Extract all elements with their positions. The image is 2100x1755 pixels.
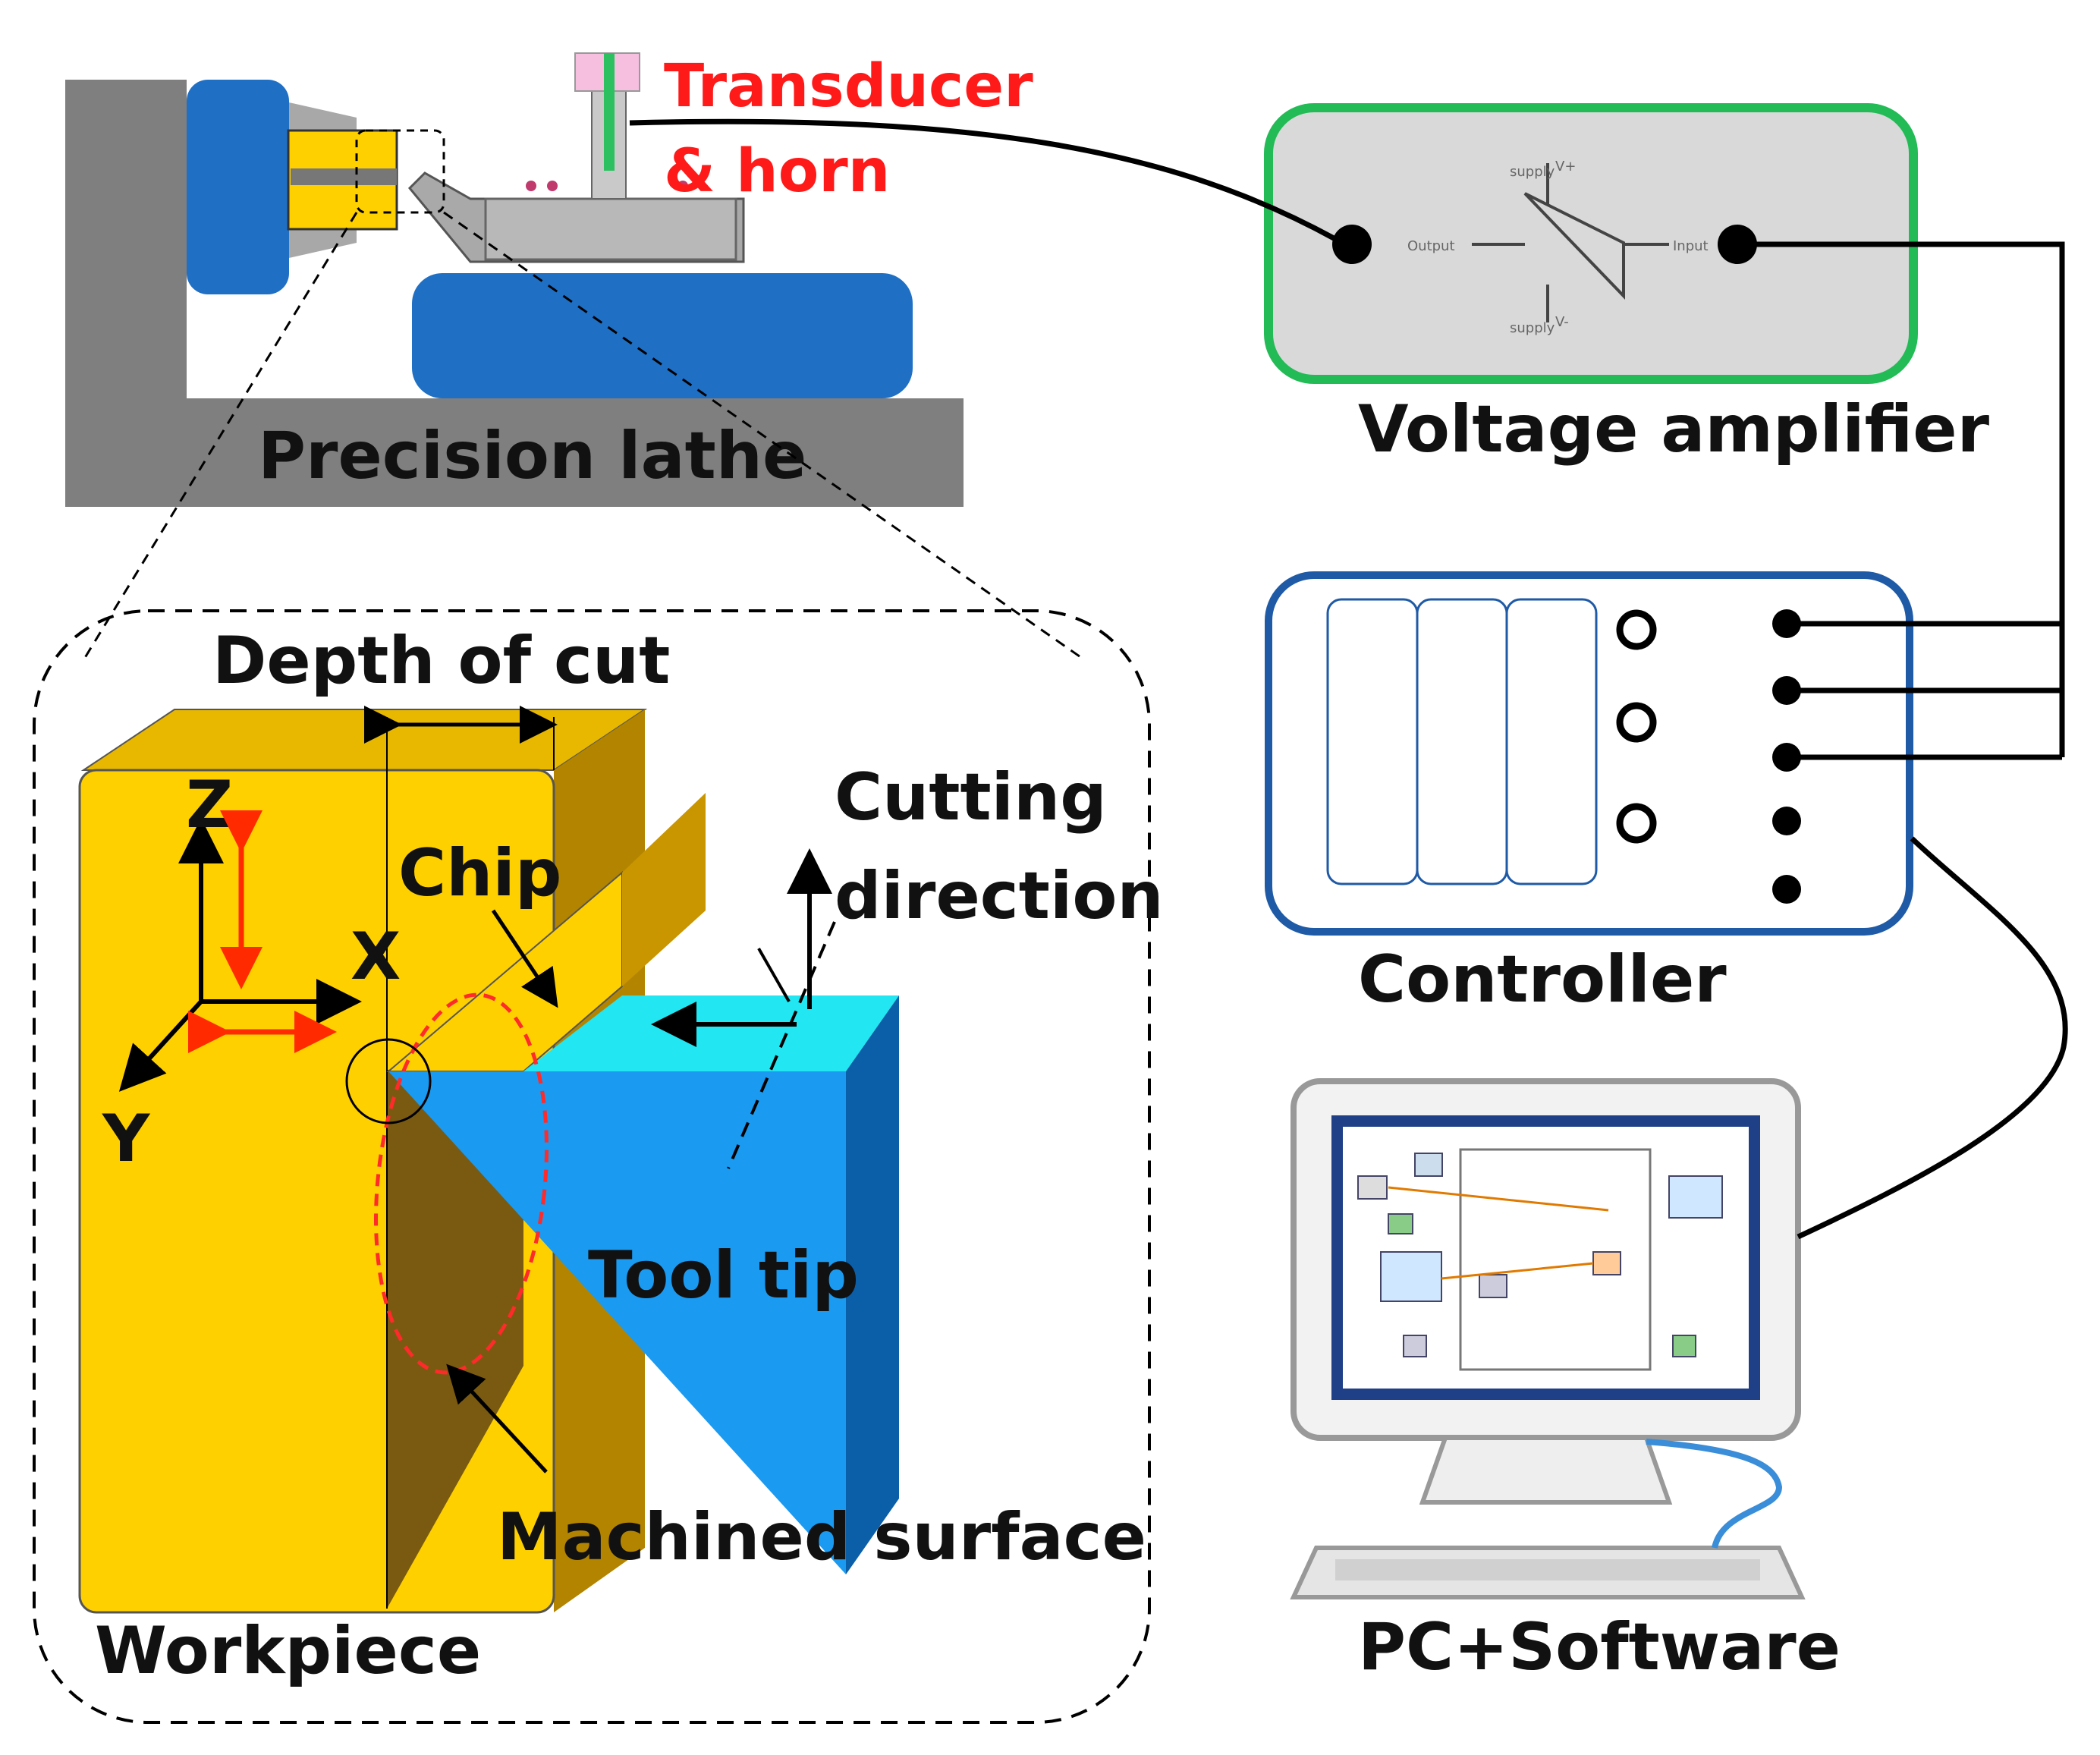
pin-supply-bottom-text: supply: [1510, 320, 1555, 336]
cutting-direction-label-1: Cutting: [835, 760, 1107, 835]
tool-tick: [757, 948, 791, 1002]
axis-z-label: Z: [186, 767, 233, 843]
bolt: [677, 181, 688, 191]
controller-terminal: [1772, 875, 1801, 904]
pin-supply-top-text: supply: [1510, 164, 1555, 180]
bolt: [526, 181, 536, 191]
pin-vminus-text: V-: [1555, 314, 1569, 330]
workpiece-top: [80, 709, 648, 771]
transducer-label-line1: Transducer: [664, 52, 1033, 121]
controller-port: [1616, 609, 1657, 650]
transducer-cable: [629, 118, 1337, 242]
software-node: [1672, 1335, 1696, 1357]
axis-x-label: X: [351, 919, 401, 995]
software-block-diagram: [1459, 1148, 1652, 1371]
zoom-line-right: [443, 211, 1086, 662]
controller-label: Controller: [1358, 942, 1727, 1017]
axis-y-label: Y: [102, 1101, 151, 1177]
pin-input-text: Input: [1673, 238, 1709, 254]
controller-to-pc-cable: [1797, 836, 2068, 1240]
amp-to-controller-cable: [1737, 241, 2065, 757]
tool-tip-circle: [345, 1038, 432, 1124]
bolt: [547, 181, 558, 191]
controller-port: [1616, 702, 1657, 743]
lathe: Precision lathe: [65, 52, 964, 507]
tool-front: [388, 1071, 846, 1574]
depth-of-cut-label: Depth of cut: [212, 623, 670, 699]
keyboard-keys: [1335, 1559, 1760, 1580]
pc-label: PC+Software: [1358, 1609, 1841, 1685]
software-node: [1668, 1175, 1723, 1219]
lathe-base: [65, 398, 964, 507]
controller: Controller: [1265, 571, 1913, 1017]
tool-post: [484, 197, 737, 261]
software-node: [1592, 1251, 1621, 1275]
software-node: [1380, 1251, 1442, 1302]
op-amp-symbol: [1523, 192, 1625, 300]
tool-tip-label: Tool tip: [588, 1238, 859, 1313]
pc: PC+Software: [1290, 1078, 1841, 1685]
lathe-column: [65, 80, 187, 414]
tool-top: [523, 995, 899, 1071]
amplifier-label: Voltage amplifier: [1358, 392, 1990, 467]
tool-axis-dashed: [727, 921, 836, 1169]
transducer-core: [604, 53, 615, 171]
chip-label: Chip: [398, 835, 561, 911]
mouse-cable: [1646, 1439, 1783, 1549]
transducer-label-line2: & horn: [664, 137, 890, 206]
software-wire: [1441, 1262, 1594, 1280]
software-node: [1357, 1175, 1388, 1200]
controller-port: [1616, 803, 1657, 844]
voltage-amplifier: Output Input V+ V- supply supply Voltage…: [1264, 103, 1990, 467]
lathe-label: Precision lathe: [258, 418, 806, 494]
software-wire: [1388, 1186, 1609, 1212]
software-node: [1414, 1153, 1443, 1177]
software-node: [1403, 1335, 1427, 1357]
pin-output-text: Output: [1407, 238, 1455, 254]
detail-view: Depth of cut Z X Y Chip Cutting directio…: [33, 609, 1164, 1724]
software-node: [1388, 1213, 1413, 1234]
machined-surface-label: Machined surface: [497, 1499, 1146, 1575]
detail-frame: [33, 609, 1151, 1724]
monitor-stand: [1419, 1436, 1673, 1505]
tool-side: [846, 995, 899, 1574]
controller-slot-2: [1416, 598, 1508, 885]
slide-table: [412, 273, 913, 398]
controller-terminal: [1772, 807, 1801, 835]
chip-pointer: [491, 909, 558, 1008]
workpiece-label: Workpiece: [95, 1613, 481, 1689]
controller-slot-1: [1326, 598, 1419, 885]
spindle-housing: [187, 80, 289, 294]
spindle-shaft: [291, 168, 397, 185]
zoom-line-left: [82, 212, 358, 661]
chip-side: [622, 793, 706, 986]
amplifier-output-terminal: [1332, 225, 1372, 264]
contact-zone-ellipse: [374, 992, 549, 1375]
pin-vplus-text: V+: [1555, 159, 1576, 175]
software-node: [1479, 1274, 1507, 1298]
zoom-box-small: [355, 129, 445, 214]
machined-surface-pointer: [446, 1363, 548, 1474]
cutting-direction-label-2: direction: [835, 858, 1164, 934]
machined-surface: [387, 1062, 523, 1609]
controller-slot-3: [1505, 598, 1598, 885]
